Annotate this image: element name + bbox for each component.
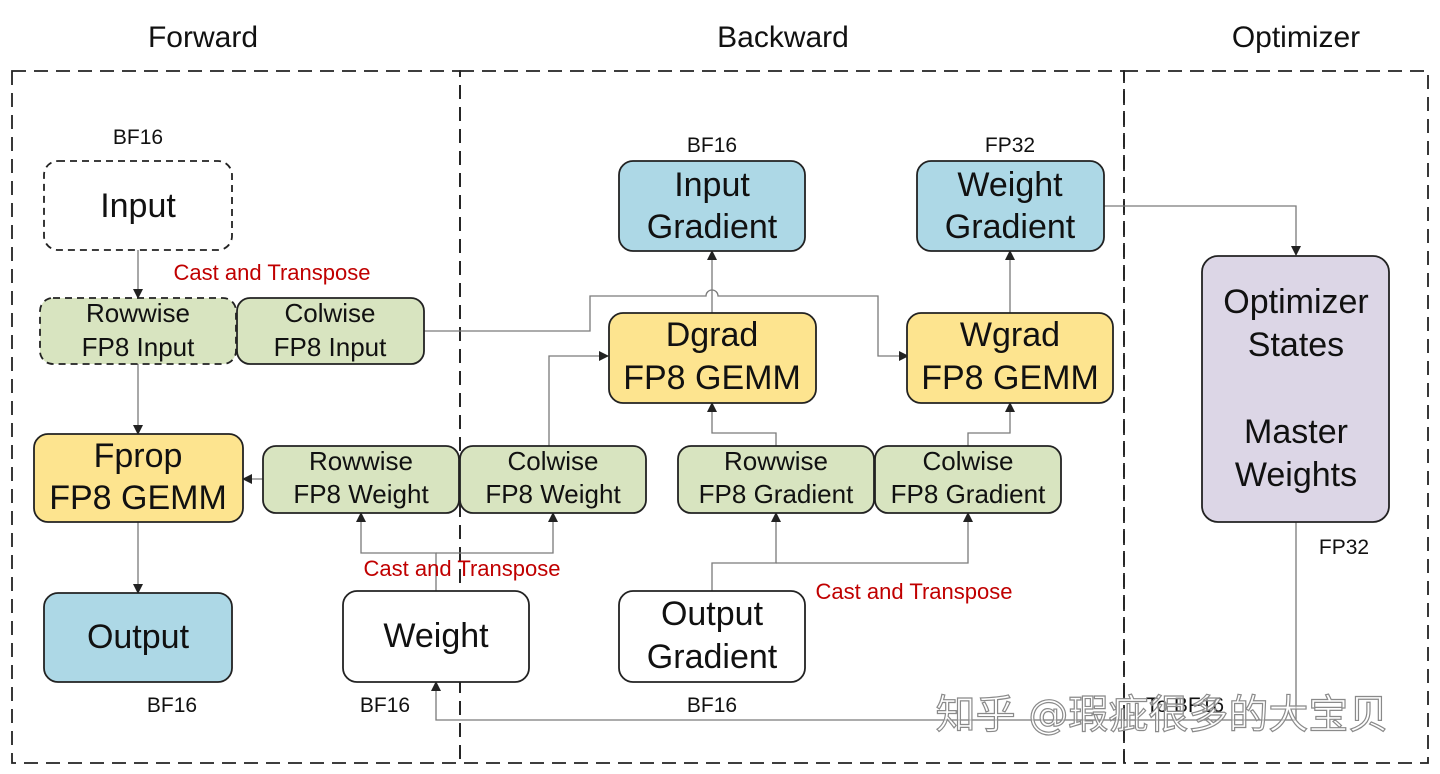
edge-optimizer-to-weight (431, 522, 1297, 721)
colwise-fp8-input-line2: FP8 Input (274, 332, 388, 362)
output-precision-label: BF16 (147, 694, 197, 717)
rowwise-fp8-input-line2: FP8 Input (82, 332, 196, 362)
rowwise-fp8-gradient-line1: Rowwise (724, 446, 828, 476)
watermark-text: 知乎 @瑕疵很多的大宝贝 (936, 692, 1389, 738)
output-gradient-line2: Gradient (647, 638, 778, 676)
output-node (43, 592, 233, 683)
input-gradient-line1: Input (674, 166, 750, 204)
optimizer-states-node (1201, 255, 1390, 523)
edge-output-gradient-to-colwise-gradient (776, 512, 973, 564)
to-bf16-label: To BF16 (1146, 694, 1224, 717)
cast-transpose-input-label: Cast and Transpose (174, 260, 371, 285)
output-gradient-node (618, 590, 806, 683)
input-gradient-node (618, 160, 806, 252)
weight-gradient-line1: Weight (957, 166, 1063, 204)
optimizer-region (1123, 70, 1429, 764)
backward-region (459, 70, 1125, 764)
rowwise-fp8-weight-line2: FP8 Weight (293, 479, 429, 509)
weight-precision-label: BF16 (360, 694, 410, 717)
section-title-forward: Forward (148, 21, 258, 54)
colwise-fp8-weight-node (459, 445, 647, 514)
rowwise-fp8-input-line1: Rowwise (86, 298, 190, 328)
edge-output-gradient-to-rowwise-gradient (711, 512, 781, 591)
weight-gradient-node (916, 160, 1105, 252)
colwise-fp8-input-line1: Colwise (284, 298, 375, 328)
cast-transpose-gradient-label: Cast and Transpose (816, 579, 1013, 604)
wgrad-line1: Wgrad (960, 316, 1060, 354)
input-gradient-line2: Gradient (647, 208, 778, 246)
edge-rowwise-gradient-to-dgrad (707, 402, 777, 446)
input-node (43, 160, 233, 251)
rowwise-fp8-gradient-node (677, 445, 875, 514)
colwise-fp8-input-node (236, 297, 425, 365)
edge-weight-gradient-to-optimizer (1104, 205, 1301, 256)
weight-gradient-precision-label: FP32 (985, 134, 1035, 157)
input-gradient-precision-label: BF16 (687, 134, 737, 157)
fprop-line1: Fprop (94, 437, 183, 475)
fprop-line2: FP8 GEMM (49, 479, 227, 517)
edge-weight-to-colwise-weight (436, 512, 558, 554)
rowwise-fp8-weight-node (262, 445, 460, 514)
wgrad-gemm-node (906, 312, 1114, 404)
optimizer-states-line1: Optimizer (1223, 283, 1368, 321)
optimizer-states-line2: States (1248, 326, 1344, 364)
fprop-gemm-node (33, 433, 244, 523)
colwise-fp8-gradient-line2: FP8 Gradient (891, 479, 1046, 509)
weight-node (342, 590, 530, 683)
section-title-optimizer: Optimizer (1232, 21, 1360, 54)
colwise-fp8-gradient-node (874, 445, 1062, 514)
cast-transpose-weight-label: Cast and Transpose (364, 556, 561, 581)
optimizer-precision-label: FP32 (1319, 536, 1369, 559)
optimizer-states-line4: Weights (1235, 456, 1357, 494)
output-gradient-line1: Output (661, 595, 764, 633)
weight-node-label: Weight (383, 617, 489, 655)
optimizer-states-line3: Master (1244, 413, 1348, 451)
input-node-label: Input (100, 187, 176, 225)
rowwise-fp8-weight-line1: Rowwise (309, 446, 413, 476)
edge-colwise-weight-to-dgrad (548, 351, 609, 446)
rowwise-fp8-gradient-line2: FP8 Gradient (699, 479, 854, 509)
output-gradient-precision-label: BF16 (687, 694, 737, 717)
dgrad-line2: FP8 GEMM (623, 359, 801, 397)
wgrad-line2: FP8 GEMM (921, 359, 1099, 397)
dgrad-line1: Dgrad (666, 316, 759, 354)
colwise-fp8-gradient-line1: Colwise (922, 446, 1013, 476)
input-precision-label: BF16 (113, 126, 163, 149)
edge-weight-to-rowwise-weight (356, 512, 437, 591)
output-node-label: Output (87, 618, 190, 656)
dgrad-gemm-node (608, 312, 817, 404)
colwise-fp8-weight-line2: FP8 Weight (485, 479, 621, 509)
rowwise-fp8-input-node (39, 297, 237, 365)
colwise-fp8-weight-line1: Colwise (507, 446, 598, 476)
edge-colwise-gradient-to-wgrad (967, 402, 1015, 446)
weight-gradient-line2: Gradient (945, 208, 1076, 246)
section-title-backward: Backward (717, 21, 849, 54)
